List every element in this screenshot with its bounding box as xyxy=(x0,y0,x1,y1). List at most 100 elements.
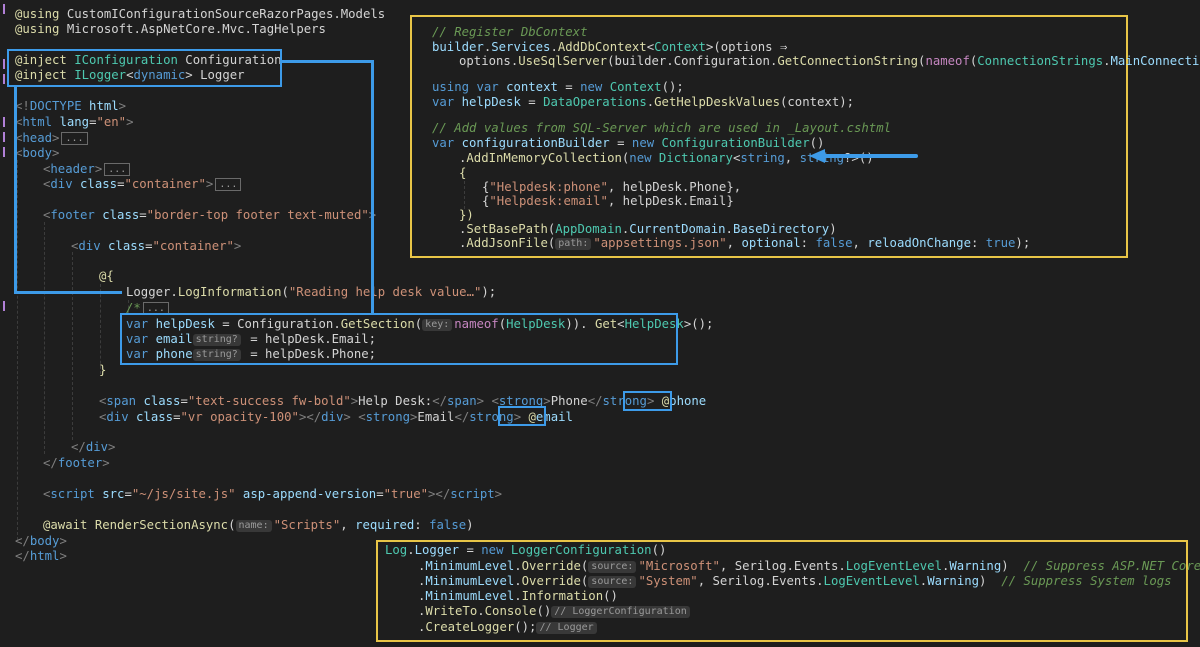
panel-line-open-brace[interactable]: { xyxy=(459,166,466,181)
panel-line-create-logger[interactable]: .CreateLogger();// Logger xyxy=(418,620,599,635)
folded-region-marker[interactable]: ... xyxy=(215,178,242,191)
code-token: Configuration xyxy=(177,53,282,67)
code-token: options. xyxy=(459,54,519,68)
code-token: var xyxy=(432,95,455,109)
code-token: , xyxy=(340,518,356,532)
panel-line-email-entry[interactable]: {"Helpdesk:email", helpDesk.Email} xyxy=(482,194,734,209)
gutter-modified-mark xyxy=(3,117,5,127)
code-token: DataOperations xyxy=(543,95,647,109)
panel-line-override-microsoft[interactable]: .MinimumLevel.Override(source:"Microsoft… xyxy=(418,559,1200,574)
code-token: email xyxy=(155,332,193,346)
code-token xyxy=(652,151,659,165)
code-line-render-section[interactable]: @await RenderSectionAsync(name:"Scripts"… xyxy=(43,518,474,533)
code-token: AddInMemoryCollection xyxy=(466,151,622,165)
panel-line-minimum-information[interactable]: .MinimumLevel.Information() xyxy=(418,589,618,604)
code-line-help-desk-span[interactable]: <span class="text-success fw-bold">Help … xyxy=(99,394,706,409)
code-line-log-information[interactable]: Logger.LogInformation("Reading help desk… xyxy=(126,285,496,300)
code-token: . xyxy=(919,574,928,588)
code-token: Logger. xyxy=(126,285,178,299)
code-token: false xyxy=(815,236,853,250)
panel-line-add-dbcontext[interactable]: builder.Services.AddDbContext<Context>(o… xyxy=(432,40,787,55)
code-line-html-close[interactable]: </html> xyxy=(15,549,67,564)
code-token: LogInformation xyxy=(177,285,282,299)
code-token: GetConnectionString xyxy=(777,54,919,68)
code-token: > xyxy=(59,534,67,548)
panel-line-add-json-file[interactable]: .AddJsonFile(path:"appsettings.json", op… xyxy=(459,236,1030,251)
code-token: . xyxy=(418,620,426,634)
panel-line-comment-sql[interactable]: // Add values from SQL-Server which are … xyxy=(432,121,891,136)
code-token: AddDbContext xyxy=(557,40,647,54)
panel-line-override-system[interactable]: .MinimumLevel.Override(source:"System", … xyxy=(418,574,1172,589)
connector-line xyxy=(14,86,17,294)
panel-line-write-to-console[interactable]: .WriteTo.Console()// LoggerConfiguration xyxy=(418,604,692,619)
code-token: phone xyxy=(155,347,193,361)
inlay-hint: string? xyxy=(192,349,241,361)
code-token: ) xyxy=(829,222,837,236)
code-token: Phone xyxy=(550,394,588,408)
code-token: body xyxy=(22,146,53,160)
inlay-hint: name: xyxy=(235,520,272,532)
phone-razor-expression[interactable]: @phone xyxy=(662,394,706,408)
folded-region-marker[interactable]: ... xyxy=(61,132,88,145)
code-token: > xyxy=(233,239,242,253)
code-line-var-helpdesk[interactable]: var helpDesk = Configuration.GetSection(… xyxy=(126,317,713,332)
code-line-using-models[interactable]: @using CustomIConfigurationSourceRazorPa… xyxy=(15,7,385,22)
arrow-pointer-icon xyxy=(809,149,918,163)
code-token: Console xyxy=(484,604,537,618)
inlay-hint: // Logger xyxy=(536,622,597,634)
code-token: } xyxy=(99,363,107,377)
code-token: IConfiguration xyxy=(74,53,178,67)
code-line-footer-open[interactable]: <footer class="border-top footer text-mu… xyxy=(43,208,376,223)
code-token: Services xyxy=(491,40,551,54)
code-token: ( xyxy=(918,54,926,68)
indent-guide xyxy=(44,222,45,454)
panel-line-comment-register[interactable]: // Register DbContext xyxy=(432,25,587,40)
code-line-div-container[interactable]: <div class="container">... xyxy=(43,177,242,192)
panel-line-helpdesk-values[interactable]: var helpDesk = DataOperations.GetHelpDes… xyxy=(432,95,854,110)
connector-line xyxy=(14,291,122,294)
code-token: ></ xyxy=(428,487,451,501)
panel-line-using-context[interactable]: using var context = new Context(); xyxy=(432,80,684,95)
code-line-div-close[interactable]: </div> xyxy=(71,440,115,455)
code-line-vr-email[interactable]: <div class="vr opacity-100"></div> <stro… xyxy=(99,410,573,425)
code-line-html-open[interactable]: <html lang="en"> xyxy=(15,115,134,130)
code-token: { xyxy=(459,166,467,180)
config-usage-highlight-box xyxy=(120,313,678,365)
code-token: >(options ⇒ xyxy=(705,40,788,54)
code-token: Override xyxy=(521,559,581,573)
code-token: > xyxy=(513,410,522,424)
code-token: . xyxy=(514,589,522,603)
code-token xyxy=(654,136,661,150)
code-token: = helpDesk.Email; xyxy=(242,332,377,346)
code-line-doctype[interactable]: <!DOCTYPE html> xyxy=(15,99,126,114)
code-line-using-taghelpers[interactable]: @using Microsoft.AspNetCore.Mvc.TagHelpe… xyxy=(15,22,326,37)
code-line-head[interactable]: <head>... xyxy=(15,131,88,146)
code-line-body-open[interactable]: <body> xyxy=(15,146,59,161)
code-token: @ xyxy=(661,394,670,408)
folded-region-marker[interactable]: ... xyxy=(104,163,131,176)
code-line-inject-logger[interactable]: @inject ILogger<dynamic> Logger xyxy=(15,68,245,83)
inlay-hint: // LoggerConfiguration xyxy=(551,606,690,618)
code-line-inject-configuration[interactable]: @inject IConfiguration Configuration xyxy=(15,53,282,68)
panel-line-use-sql-server[interactable]: options.UseSqlServer(builder.Configurati… xyxy=(459,54,1200,69)
code-line-body-close[interactable]: </body> xyxy=(15,534,67,549)
code-line-razor-block-close[interactable]: } xyxy=(99,363,106,378)
panel-line-set-base-path[interactable]: .SetBasePath(AppDomain.CurrentDomain.Bas… xyxy=(459,222,837,237)
code-token: > xyxy=(102,456,110,470)
panel-line-phone-entry[interactable]: {"Helpdesk:phone", helpDesk.Phone}, xyxy=(482,180,741,195)
code-line-script[interactable]: <script src="~/js/site.js" asp-append-ve… xyxy=(43,487,502,502)
panel-line-log-logger[interactable]: Log.Logger = new LoggerConfiguration() xyxy=(385,543,666,558)
code-token: "container" xyxy=(152,239,234,253)
code-token: header xyxy=(50,162,95,176)
panel-line-close-brace[interactable]: }) xyxy=(459,208,474,223)
code-line-div-container-inner[interactable]: <div class="container"> xyxy=(71,239,241,254)
code-token: CurrentDomain xyxy=(629,222,726,236)
code-token: Warning xyxy=(949,559,1002,573)
code-line-footer-close[interactable]: </footer> xyxy=(43,456,110,471)
panel-line-configuration-builder[interactable]: var configurationBuilder = new Configura… xyxy=(432,136,824,151)
code-token: . xyxy=(418,589,426,603)
code-line-razor-block-open[interactable]: @{ xyxy=(99,269,114,284)
code-line-header[interactable]: <header>... xyxy=(43,162,131,177)
